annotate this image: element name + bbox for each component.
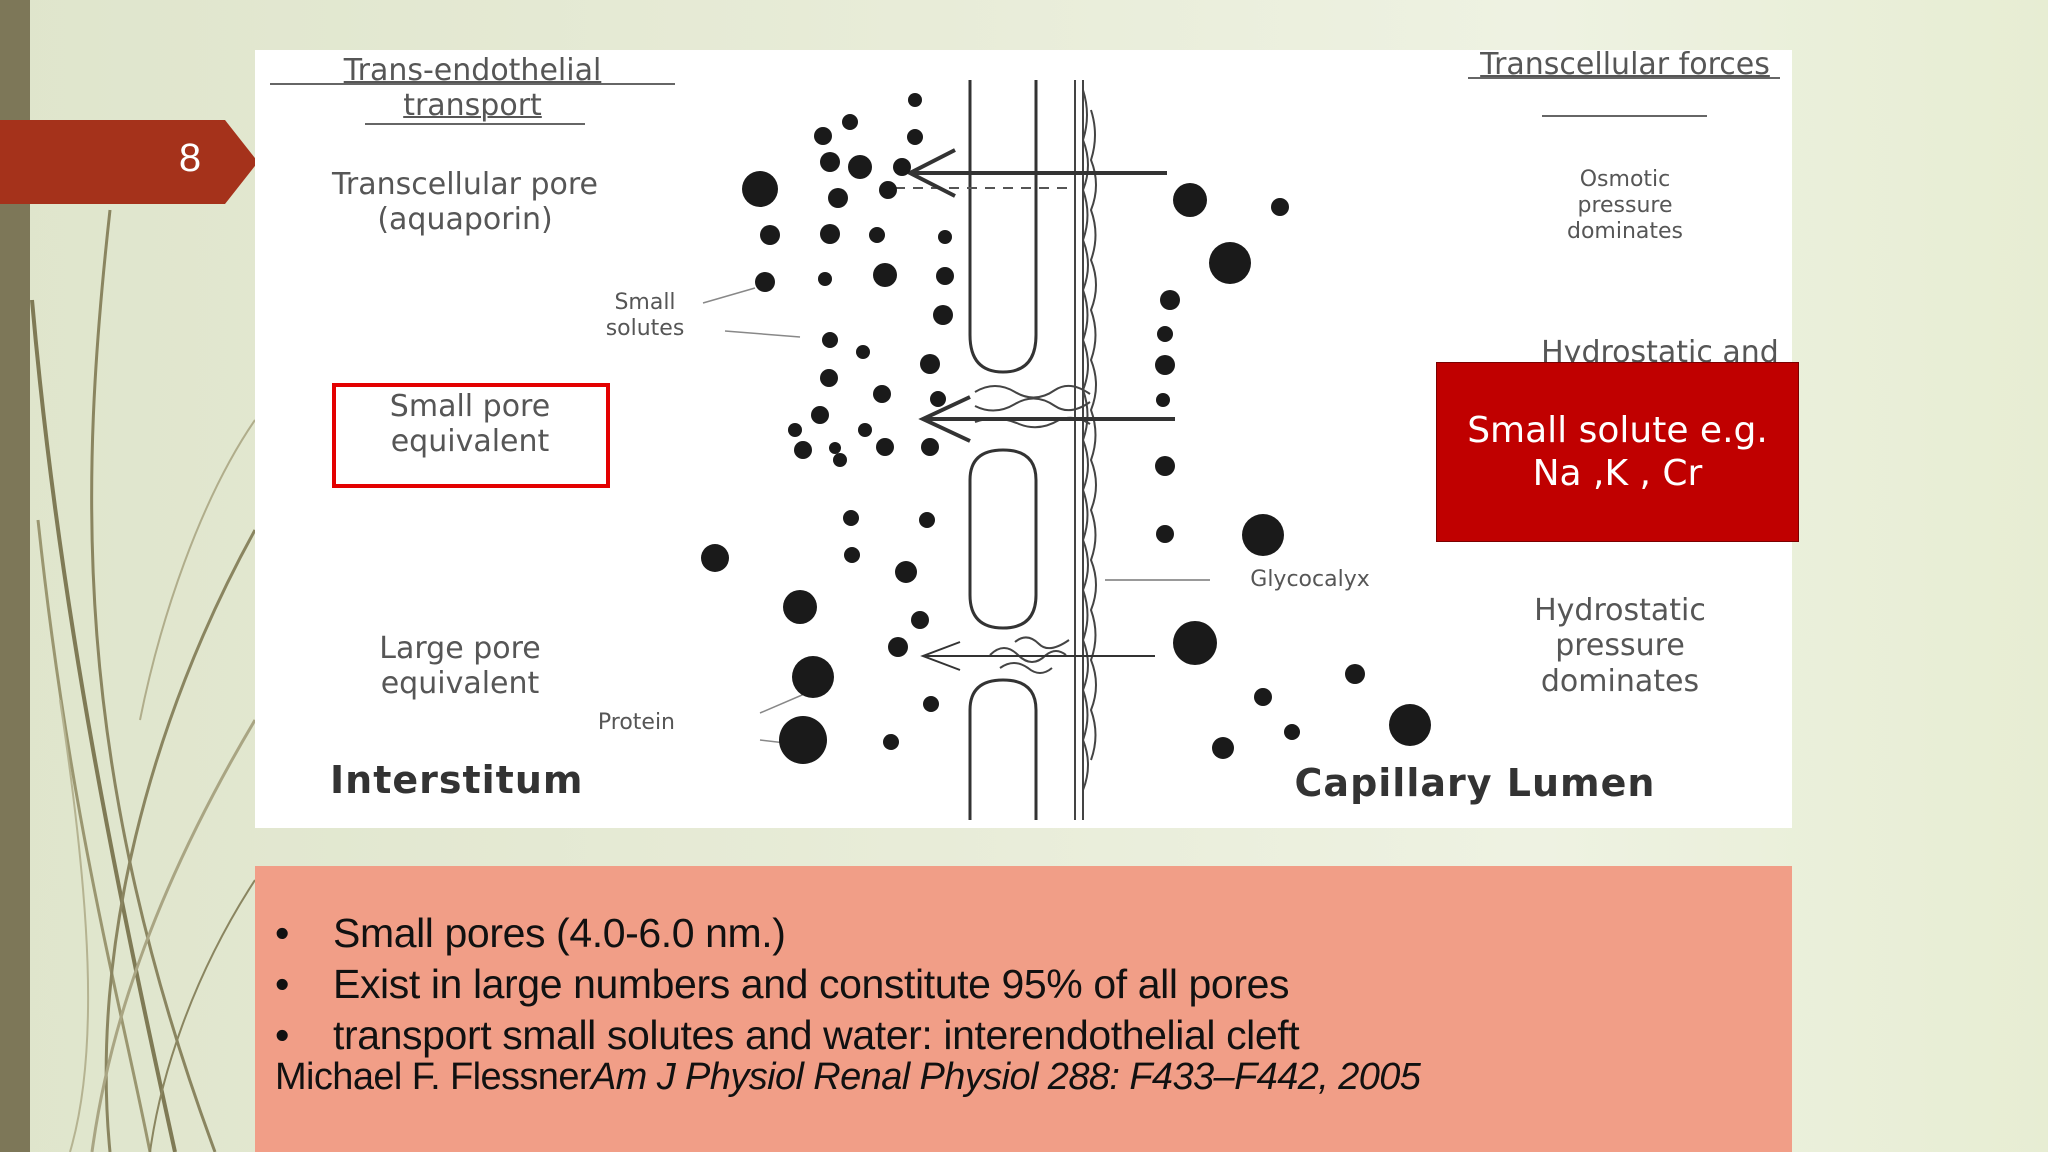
decorative-grass-curves [30, 209, 257, 1152]
citation: Michael F. FlessnerAm J Physiol Renal Ph… [275, 1056, 1421, 1099]
label-interstitum: Interstitum [330, 758, 584, 802]
bullet-transport: transport small solutes and water: inter… [275, 1010, 1300, 1061]
label-hydrostatic-dominates: Hydrostatic pressure dominates [1534, 593, 1706, 699]
label-protein: Protein [597, 710, 675, 735]
small-solute-callout: Small solute e.g. Na ,K , Cr [1436, 362, 1799, 542]
label-large-pore-equivalent: Large pore equivalent [379, 631, 541, 702]
diagram-figure: Trans-endothelial transport Transcellula… [255, 47, 1799, 828]
citation-journal: Am J Physiol Renal Physiol 288: F433–F44… [590, 1056, 1421, 1098]
solute-particles [701, 93, 954, 764]
label-small-solutes: Small solutes [605, 290, 685, 341]
endothelial-cells [968, 80, 1038, 820]
header-transcellular-forces: Transcellular forces [1480, 47, 1770, 82]
lumen-particles [1155, 183, 1431, 759]
capillary-wall-diagram [270, 77, 1780, 820]
citation-author: Michael F. Flessner [275, 1056, 592, 1098]
slide-number: 8 [178, 136, 202, 180]
label-small-pore-equivalent: Small pore equivalent [389, 389, 551, 460]
transport-arrows [905, 148, 1175, 671]
notes-panel: Small pores (4.0-6.0 nm.) Exist in large… [255, 866, 1792, 1152]
label-osmotic-dominates: Osmotic pressure dominates [1566, 167, 1683, 244]
header-trans-endothelial: Trans-endothelial transport [343, 53, 602, 124]
slide-number-tab: 8 [0, 120, 258, 204]
bullet-list: Small pores (4.0-6.0 nm.) Exist in large… [275, 908, 1300, 1061]
label-transcellular-pore: Transcellular pore (aquaporin) [331, 167, 599, 238]
bullet-large-numbers: Exist in large numbers and constitute 95… [275, 959, 1299, 1010]
bullet-small-pores: Small pores (4.0-6.0 nm.) [275, 908, 1299, 959]
label-glycocalyx: Glycocalyx [1250, 567, 1370, 592]
label-capillary-lumen: Capillary Lumen [1294, 761, 1656, 805]
small-pore-highlight-box [332, 383, 610, 488]
